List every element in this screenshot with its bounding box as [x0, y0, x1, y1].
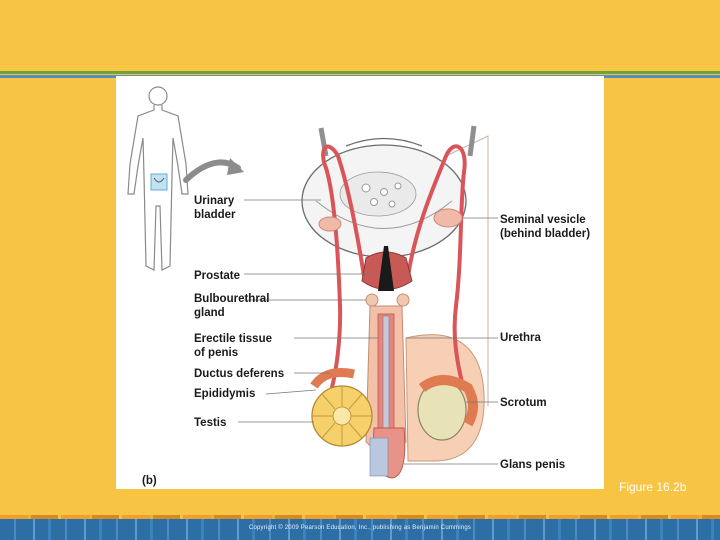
label-epididymis: Epididymis: [194, 388, 255, 400]
figure-caption: Figure 16.2b: [619, 480, 687, 494]
penis-shape: [365, 305, 407, 479]
label-erectile-tissue: Erectile tissue of penis: [194, 333, 275, 359]
ductus-deferens-left: [321, 144, 366, 395]
label-ductus-deferens: Ductus deferens: [194, 368, 284, 380]
label-testis: Testis: [194, 417, 226, 429]
anatomy-figure-panel: Urinary bladder Prostate Bulbourethral g…: [116, 76, 604, 489]
leader-lines: [238, 199, 498, 465]
body-silhouette-inset: [127, 86, 189, 271]
top-divider-stripe: [0, 71, 720, 78]
bladder-shape: [301, 137, 467, 258]
label-urethra: Urethra: [500, 332, 542, 344]
label-bulbourethral-gland: Bulbourethral gland: [194, 293, 273, 319]
label-scrotum: Scrotum: [500, 397, 547, 409]
label-seminal-vesicle: Seminal vesicle (behind bladder): [500, 214, 590, 240]
panel-letter: (b): [142, 475, 157, 487]
male-reproductive-diagram: Urinary bladder Prostate Bulbourethral g…: [127, 86, 590, 487]
copyright-text: Copyright © 2009 Pearson Education, Inc.…: [248, 525, 472, 531]
label-glans-penis: Glans penis: [500, 459, 565, 471]
testis-right-shape: [417, 375, 478, 441]
footer-band: [0, 515, 720, 540]
seminal-vesicle-shape: [433, 208, 463, 228]
label-prostate: Prostate: [194, 270, 240, 282]
testis-left-shape: [310, 368, 373, 447]
label-urinary-bladder: Urinary bladder: [194, 195, 237, 221]
ductus-deferens-right: [406, 144, 467, 383]
